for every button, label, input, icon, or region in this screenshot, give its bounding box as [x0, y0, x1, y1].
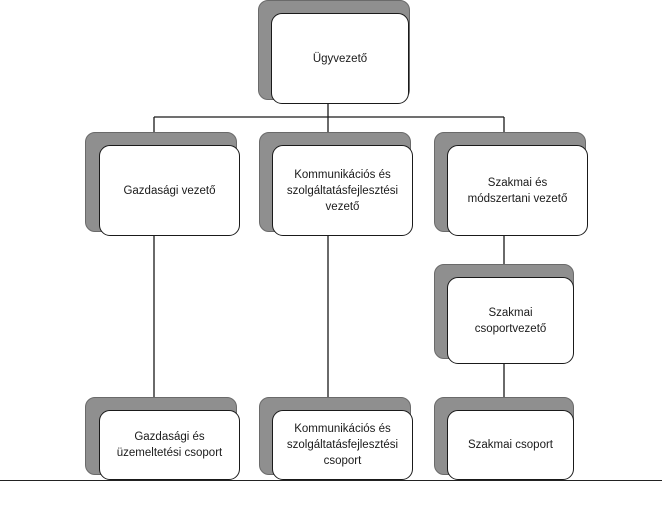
node-kommunikacios-vezeto-label: Kommunikációs és szolgáltatásfejlesztési…: [286, 168, 399, 213]
node-root-label: Ügyvezető: [312, 52, 368, 65]
node-gazdasagi-vezeto-label: Gazdasági vezető: [123, 184, 216, 197]
node-gazdasagi-csoport-label: Gazdasági és üzemeltetési csoport: [116, 431, 223, 459]
node-szakmai-vezeto-label: Szakmai és módszertani vezető: [467, 176, 568, 205]
node-kommunikacios-csoport-label: Kommunikációs és szolgáltatásfejlesztési…: [286, 423, 399, 467]
node-szakmai-csoport-label: Szakmai csoport: [467, 439, 553, 451]
node-szakmai-csoportvezeto-label: Szakmai csoportvezető: [474, 306, 547, 335]
bottom-rule: [0, 480, 662, 481]
